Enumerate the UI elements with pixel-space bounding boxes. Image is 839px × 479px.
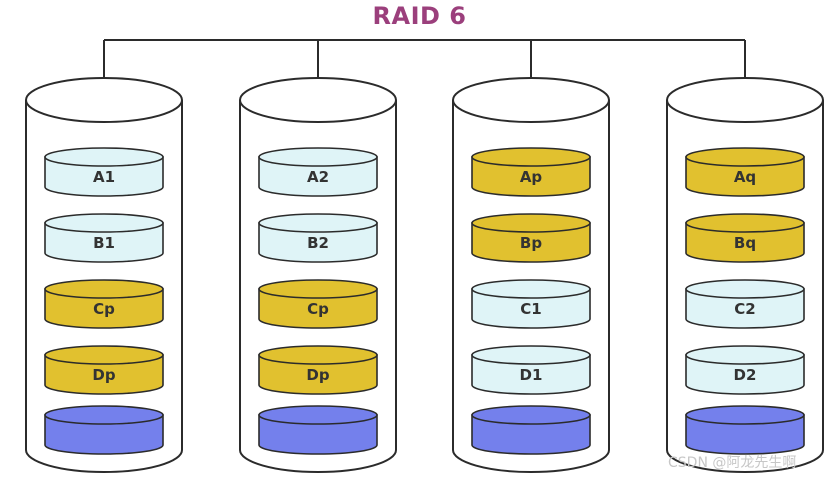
block-spare bbox=[258, 405, 378, 455]
block-parity: Bp bbox=[471, 213, 591, 263]
block-label: Ap bbox=[520, 168, 543, 186]
block-label: A2 bbox=[307, 168, 329, 186]
block-body bbox=[471, 222, 591, 263]
disk-top bbox=[452, 77, 610, 123]
block-body bbox=[44, 288, 164, 329]
block-body bbox=[258, 414, 378, 455]
block-top bbox=[258, 213, 378, 233]
block-top bbox=[471, 405, 591, 425]
block-body bbox=[471, 354, 591, 395]
block-parity: Dp bbox=[44, 345, 164, 395]
block-body bbox=[471, 156, 591, 197]
watermark: CSDN @阿龙先生啊 bbox=[668, 455, 797, 471]
block-parity: Ap bbox=[471, 147, 591, 197]
block-top bbox=[685, 405, 805, 425]
block-label: Dp bbox=[306, 366, 329, 384]
block-top bbox=[258, 405, 378, 425]
block-top bbox=[44, 345, 164, 365]
block-body bbox=[471, 288, 591, 329]
block-label: Cp bbox=[307, 300, 329, 318]
block-label: Cp bbox=[93, 300, 115, 318]
block-label: Dp bbox=[92, 366, 115, 384]
block-label: Aq bbox=[734, 168, 756, 186]
block-top bbox=[258, 279, 378, 299]
block-body bbox=[685, 288, 805, 329]
block-top bbox=[685, 345, 805, 365]
block-body bbox=[258, 156, 378, 197]
block-body bbox=[258, 288, 378, 329]
block-data: B2 bbox=[258, 213, 378, 263]
block-parity: Dp bbox=[258, 345, 378, 395]
block-label: C2 bbox=[734, 300, 755, 318]
diagram-title: RAID 6 bbox=[372, 2, 467, 30]
block-data: A1 bbox=[44, 147, 164, 197]
block-body bbox=[44, 222, 164, 263]
block-top bbox=[44, 147, 164, 167]
block-top bbox=[471, 279, 591, 299]
block-parity: Aq bbox=[685, 147, 805, 197]
block-top bbox=[471, 213, 591, 233]
block-parity: Cp bbox=[258, 279, 378, 329]
block-body bbox=[258, 354, 378, 395]
block-data: B1 bbox=[44, 213, 164, 263]
block-body bbox=[685, 354, 805, 395]
block-body bbox=[44, 414, 164, 455]
block-data: C2 bbox=[685, 279, 805, 329]
block-spare bbox=[685, 405, 805, 455]
disk-top bbox=[666, 77, 824, 123]
block-body bbox=[44, 156, 164, 197]
block-spare bbox=[44, 405, 164, 455]
block-label: B1 bbox=[93, 234, 115, 252]
block-top bbox=[44, 279, 164, 299]
disk-top bbox=[25, 77, 183, 123]
disk-top bbox=[239, 77, 397, 123]
block-body bbox=[685, 156, 805, 197]
block-label: Bp bbox=[520, 234, 542, 252]
block-data: D2 bbox=[685, 345, 805, 395]
block-parity: Cp bbox=[44, 279, 164, 329]
block-label: A1 bbox=[93, 168, 115, 186]
block-top bbox=[258, 147, 378, 167]
block-top bbox=[685, 213, 805, 233]
block-top bbox=[471, 345, 591, 365]
block-top bbox=[685, 279, 805, 299]
block-label: D2 bbox=[734, 366, 757, 384]
block-top bbox=[471, 147, 591, 167]
block-parity: Bq bbox=[685, 213, 805, 263]
block-top bbox=[44, 405, 164, 425]
block-body bbox=[685, 414, 805, 455]
block-label: C1 bbox=[520, 300, 541, 318]
block-body bbox=[685, 222, 805, 263]
block-body bbox=[471, 414, 591, 455]
block-body bbox=[258, 222, 378, 263]
block-label: Bq bbox=[734, 234, 756, 252]
block-top bbox=[44, 213, 164, 233]
block-label: D1 bbox=[520, 366, 543, 384]
block-data: A2 bbox=[258, 147, 378, 197]
block-spare bbox=[471, 405, 591, 455]
block-data: D1 bbox=[471, 345, 591, 395]
block-top bbox=[258, 345, 378, 365]
block-top bbox=[685, 147, 805, 167]
block-label: B2 bbox=[307, 234, 329, 252]
block-body bbox=[44, 354, 164, 395]
block-data: C1 bbox=[471, 279, 591, 329]
